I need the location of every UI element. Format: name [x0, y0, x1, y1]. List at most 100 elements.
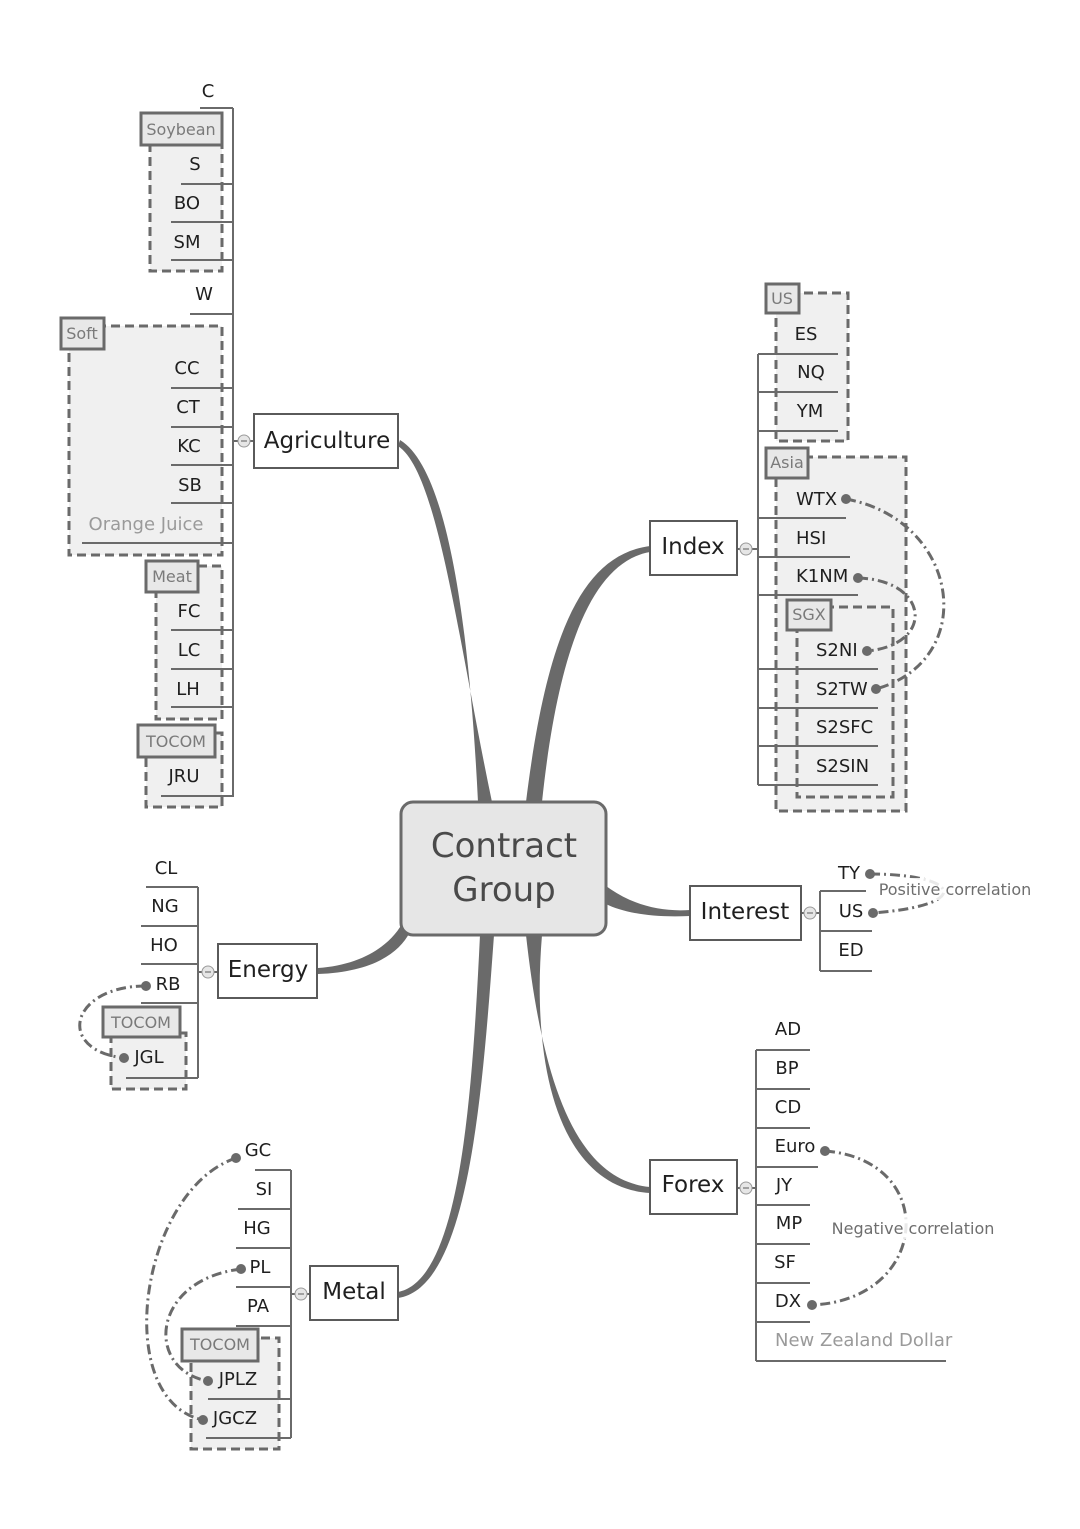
svg-text:TOCOM: TOCOM — [189, 1335, 250, 1354]
leaf-s2sin[interactable]: S2SIN — [816, 756, 869, 777]
leaf-sf[interactable]: SF — [774, 1252, 796, 1273]
collapse-minus-icon[interactable] — [739, 1181, 753, 1195]
leaf-ct[interactable]: CT — [176, 397, 201, 418]
leaf-jgl[interactable]: JGL — [133, 1047, 163, 1068]
topic-interest[interactable]: Interest — [689, 885, 802, 941]
relation-endpoint — [119, 1053, 129, 1063]
relation-rb-jgl — [78, 984, 147, 1060]
leaf-kc[interactable]: KC — [177, 436, 200, 457]
svg-text:SGX: SGX — [792, 605, 826, 624]
interest-subtree: TY US ED Positive correlation Interest — [689, 863, 1032, 972]
soft-tag: Soft — [59, 316, 106, 351]
positive-correlation-label: Positive correlation — [879, 880, 1032, 899]
leaf-si[interactable]: SI — [256, 1179, 273, 1200]
leaf-euro[interactable]: Euro — [775, 1136, 816, 1157]
leaf-sm[interactable]: SM — [174, 232, 201, 253]
leaf-new-zealand-dollar[interactable]: New Zealand Dollar — [775, 1330, 953, 1351]
leaf-pl[interactable]: PL — [250, 1257, 271, 1278]
leaf-s2ni[interactable]: S2NI — [816, 640, 858, 661]
leaf-ty[interactable]: TY — [837, 863, 861, 884]
index-subtree: US Asia SGX ES NQ YM WTX HSI K1NM S2NI S… — [649, 282, 946, 813]
leaf-s2tw[interactable]: S2TW — [816, 679, 868, 700]
svg-text:Meat: Meat — [152, 567, 192, 586]
leaf-c[interactable]: C — [202, 81, 215, 102]
leaf-ng[interactable]: NG — [151, 896, 178, 917]
svg-text:TOCOM: TOCOM — [145, 732, 206, 751]
leaf-nq[interactable]: NQ — [797, 362, 825, 383]
leaf-cl[interactable]: CL — [155, 858, 178, 879]
topic-forex[interactable]: Forex — [649, 1159, 738, 1215]
relation-endpoint — [868, 908, 878, 918]
leaf-ym[interactable]: YM — [796, 401, 824, 422]
meat-tag: Meat — [144, 559, 200, 594]
collapse-minus-icon[interactable] — [201, 965, 215, 979]
energy-subtree: TOCOM CL NG HO RB JGL Energy — [78, 858, 318, 1091]
collapse-minus-icon[interactable] — [294, 1287, 308, 1301]
leaf-us[interactable]: US — [839, 901, 864, 922]
asia-tag: Asia — [764, 446, 810, 480]
sgx-group — [795, 605, 895, 799]
leaf-jru[interactable]: JRU — [168, 766, 200, 787]
relation-pl-jplz — [164, 1267, 242, 1383]
collapse-minus-icon[interactable] — [803, 906, 817, 920]
leaf-s[interactable]: S — [189, 154, 200, 175]
soybean-group — [148, 126, 224, 273]
leaf-w[interactable]: W — [195, 284, 213, 305]
svg-text:US: US — [771, 289, 793, 308]
leaf-dx[interactable]: DX — [775, 1291, 801, 1312]
leaf-gc[interactable]: GC — [245, 1140, 272, 1161]
soft-group — [67, 324, 224, 557]
leaf-pa[interactable]: PA — [247, 1296, 270, 1317]
leaf-bp[interactable]: BP — [775, 1058, 798, 1079]
leaf-lc[interactable]: LC — [178, 640, 201, 661]
leaf-ed[interactable]: ED — [838, 940, 863, 961]
leaf-jgcz[interactable]: JGCZ — [212, 1408, 257, 1429]
leaf-ho[interactable]: HO — [150, 935, 178, 956]
leaf-hg[interactable]: HG — [243, 1218, 270, 1239]
central-topic[interactable]: Contract Group — [399, 800, 608, 937]
svg-text:Interest: Interest — [701, 899, 790, 925]
topic-agriculture[interactable]: Agriculture — [253, 413, 399, 469]
leaf-orange-juice[interactable]: Orange Juice — [89, 514, 204, 535]
leaf-jplz[interactable]: JPLZ — [218, 1369, 258, 1390]
leaf-bo[interactable]: BO — [174, 193, 200, 214]
leaf-hsi[interactable]: HSI — [796, 528, 826, 549]
agri-tocom-tag: TOCOM — [136, 723, 217, 759]
leaf-k1nm[interactable]: K1NM — [796, 566, 848, 587]
branch-agriculture — [398, 440, 492, 802]
leaf-lh[interactable]: LH — [176, 679, 200, 700]
energy-tocom-tag: TOCOM — [101, 1005, 182, 1039]
leaf-cc[interactable]: CC — [174, 358, 199, 379]
svg-text:Soft: Soft — [66, 324, 98, 343]
leaf-sb[interactable]: SB — [178, 475, 202, 496]
leaf-mp[interactable]: MP — [776, 1213, 803, 1234]
relation-wtx-s2tw — [845, 497, 946, 691]
collapse-minus-icon[interactable] — [237, 434, 251, 448]
leaf-wtx[interactable]: WTX — [796, 489, 837, 510]
relation-endpoint — [236, 1264, 246, 1274]
branch-interest — [606, 886, 690, 917]
topic-metal[interactable]: Metal — [309, 1265, 399, 1321]
svg-text:Asia: Asia — [770, 453, 804, 472]
branch-forex — [526, 935, 650, 1193]
topic-index[interactable]: Index — [649, 520, 738, 576]
branch-energy — [318, 920, 410, 974]
svg-text:Agriculture: Agriculture — [264, 428, 391, 454]
leaf-jy[interactable]: JY — [775, 1175, 793, 1196]
relation-endpoint — [198, 1415, 208, 1425]
leaf-rb[interactable]: RB — [156, 974, 181, 995]
leaf-fc[interactable]: FC — [178, 601, 201, 622]
leaf-es[interactable]: ES — [795, 324, 818, 345]
topic-energy[interactable]: Energy — [217, 943, 318, 999]
leaf-ad[interactable]: AD — [775, 1019, 801, 1040]
relation-endpoint — [141, 981, 151, 991]
relation-endpoint — [841, 494, 851, 504]
svg-text:TOCOM: TOCOM — [110, 1013, 171, 1032]
leaf-s2sfc[interactable]: S2SFC — [816, 717, 873, 738]
relation-endpoint — [862, 646, 872, 656]
leaf-cd[interactable]: CD — [775, 1097, 801, 1118]
relation-endpoint — [871, 684, 881, 694]
central-topic-line1: Contract — [431, 826, 577, 866]
collapse-minus-icon[interactable] — [739, 542, 753, 556]
